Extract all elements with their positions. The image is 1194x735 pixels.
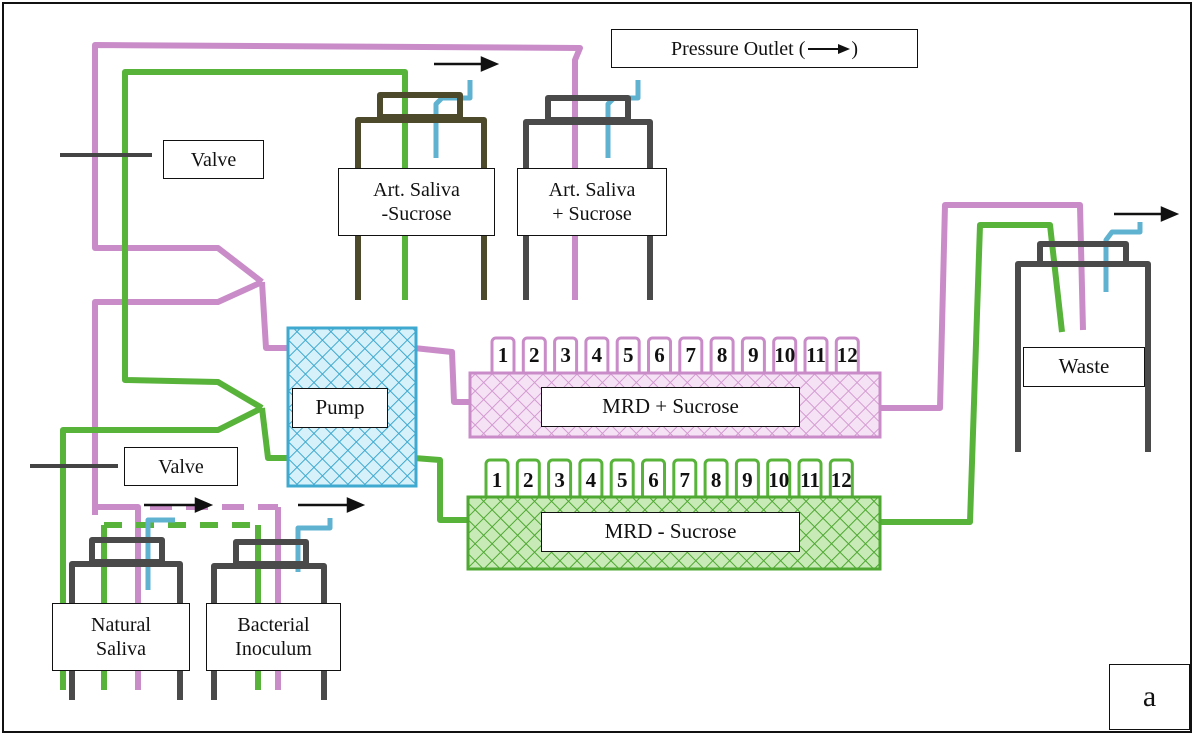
port-number: 12 (837, 343, 858, 367)
port-number: 2 (529, 343, 540, 367)
port-number: 4 (586, 468, 597, 492)
port-number: 12 (831, 468, 852, 492)
port-number: 4 (592, 343, 603, 367)
mrd-minus-reactor (466, 458, 882, 571)
art-saliva-plus-line1: Art. Saliva (548, 179, 636, 201)
bacterial-line1: Bacterial (237, 614, 310, 636)
port-number: 3 (560, 343, 571, 367)
mrd-minus-text: MRD - Sucrose (604, 519, 737, 544)
valve-top-label: Valve (163, 140, 264, 179)
pressure-outlet-label: Pressure Outlet ( ) (611, 29, 918, 68)
port-number: 5 (623, 343, 634, 367)
waste-label: Waste (1023, 347, 1145, 387)
port-number: 1 (492, 468, 503, 492)
art-saliva-minus-label: Art. Saliva -Sucrose (338, 168, 495, 236)
valve-bottom-label: Valve (124, 447, 238, 486)
art-saliva-plus-label: Art. Saliva + Sucrose (517, 168, 667, 236)
port-number: 6 (654, 343, 665, 367)
natural-saliva-line2: Saliva (96, 638, 146, 660)
port-number: 3 (554, 468, 565, 492)
mrd-plus-text: MRD + Sucrose (602, 394, 739, 419)
art-saliva-minus-line1: Art. Saliva (373, 179, 460, 201)
port-number: 2 (523, 468, 534, 492)
port-number: 9 (748, 343, 759, 367)
waste-text: Waste (1058, 354, 1110, 379)
panel-label: a (1109, 664, 1190, 730)
valve-bottom-text: Valve (158, 455, 204, 478)
port-number: 11 (800, 468, 820, 492)
port-number: 10 (774, 343, 795, 367)
pump-text: Pump (315, 395, 365, 420)
port-number: 9 (742, 468, 753, 492)
port-number: 11 (806, 343, 826, 367)
port-number: 6 (648, 468, 659, 492)
arrow-icon (808, 43, 851, 54)
port-number: 1 (498, 343, 509, 367)
art-saliva-plus-line2: + Sucrose (552, 203, 632, 225)
art-saliva-minus-line2: -Sucrose (381, 203, 452, 225)
port-number: 5 (617, 468, 628, 492)
flow-arrows (144, 56, 1180, 513)
bottle-waste (1015, 241, 1151, 452)
panel-letter: a (1142, 680, 1157, 713)
port-number: 8 (711, 468, 722, 492)
valve-top-text: Valve (190, 148, 237, 171)
mrd-minus-label: MRD - Sucrose (541, 512, 800, 552)
natural-saliva-label: Natural Saliva (52, 603, 190, 671)
port-number: 8 (717, 343, 728, 367)
port-number: 7 (686, 343, 697, 367)
port-number: 10 (768, 468, 789, 492)
bacterial-inoculum-label: Bacterial Inoculum (206, 603, 341, 671)
natural-saliva-line1: Natural (91, 614, 151, 636)
pump-label: Pump (292, 388, 388, 428)
pressure-outlet-close: ) (851, 37, 859, 60)
mrd-plus-label: MRD + Sucrose (541, 387, 800, 427)
port-number: 7 (680, 468, 691, 492)
pressure-outlet-text: Pressure Outlet ( (670, 37, 806, 60)
bacterial-line2: Inoculum (235, 638, 312, 660)
